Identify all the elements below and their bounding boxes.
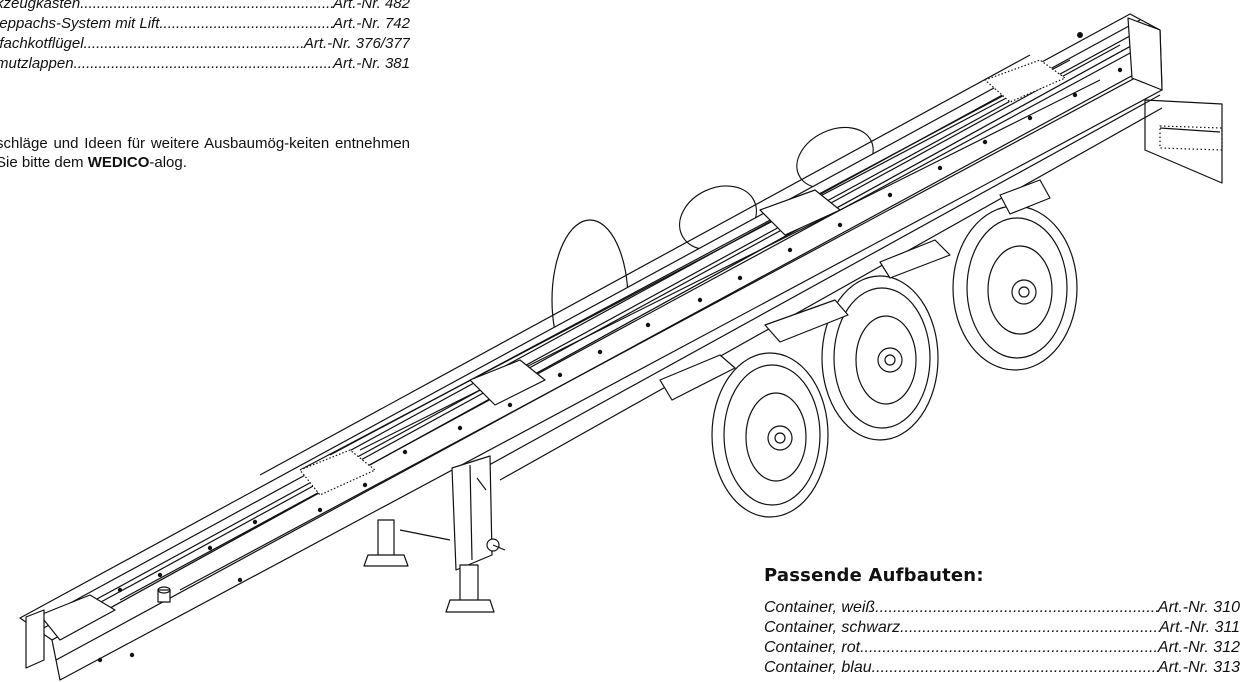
suspension (659, 179, 1051, 401)
article-number: Art.-Nr. 742 (333, 15, 410, 32)
accessory-list: kzeugkasten Art.-Nr. 482 leppachs-System … (0, 0, 410, 74)
accessory-row: kzeugkasten Art.-Nr. 482 (0, 0, 410, 14)
list-item: Container, rot Art.-Nr. 312 (764, 638, 1240, 658)
article-number: Art.-Nr. 312 (1157, 639, 1240, 656)
brand-name: WEDICO (87, 154, 150, 171)
article-number: Art.-Nr. 313 (1157, 659, 1240, 676)
landing-gear (363, 455, 506, 613)
article-number: Art.-Nr. 311 (1159, 619, 1240, 636)
list-item: Container, blau Art.-Nr. 313 (764, 658, 1240, 678)
rear-bumper (1144, 99, 1223, 184)
item-name: Container, schwarz (764, 619, 901, 636)
aufbauten-list: Container, weiß Art.-Nr. 310 Container, s… (764, 598, 1240, 678)
list-item: Container, schwarz Art.-Nr. 311 (764, 618, 1240, 638)
article-number: Art.-Nr. 310 (1157, 599, 1240, 616)
catalog-note: schläge und Ideen für weitere Ausbaumög-… (0, 134, 410, 172)
item-name: Container, rot (764, 639, 861, 656)
wheel-front (711, 352, 829, 518)
item-name: Container, weiß (764, 599, 876, 616)
section-title: Passende Aufbauten: (764, 565, 984, 586)
accessory-name: leppachs-System mit Lift (0, 15, 160, 32)
note-text-end: -alog. (149, 154, 187, 171)
cross-members (25, 17, 1163, 669)
accessory-name: mutzlappen (0, 55, 74, 72)
accessory-name: kzeugkasten (0, 0, 81, 12)
bolt-holes (97, 32, 1123, 663)
list-item: Container, weiß Art.-Nr. 310 (764, 598, 1240, 618)
accessory-row: leppachs-System mit Lift Art.-Nr. 742 (0, 14, 410, 34)
wheel-middle (821, 275, 939, 441)
frame-rails (19, 13, 1163, 681)
article-number: Art.-Nr. 381 (333, 55, 410, 72)
article-number: Art.-Nr. 482 (333, 0, 410, 12)
wheel-rear (952, 205, 1078, 371)
note-text: schläge und Ideen für weitere Ausbaumög-… (0, 135, 410, 171)
accessory-row: mutzlappen Art.-Nr. 381 (0, 54, 410, 74)
accessory-row: ifachkotflügel Art.-Nr. 376/377 (0, 34, 410, 54)
accessory-name: ifachkotflügel (0, 35, 84, 52)
item-name: Container, blau (764, 659, 872, 676)
article-number: Art.-Nr. 376/377 (303, 35, 410, 52)
king-pin-block (157, 586, 171, 603)
